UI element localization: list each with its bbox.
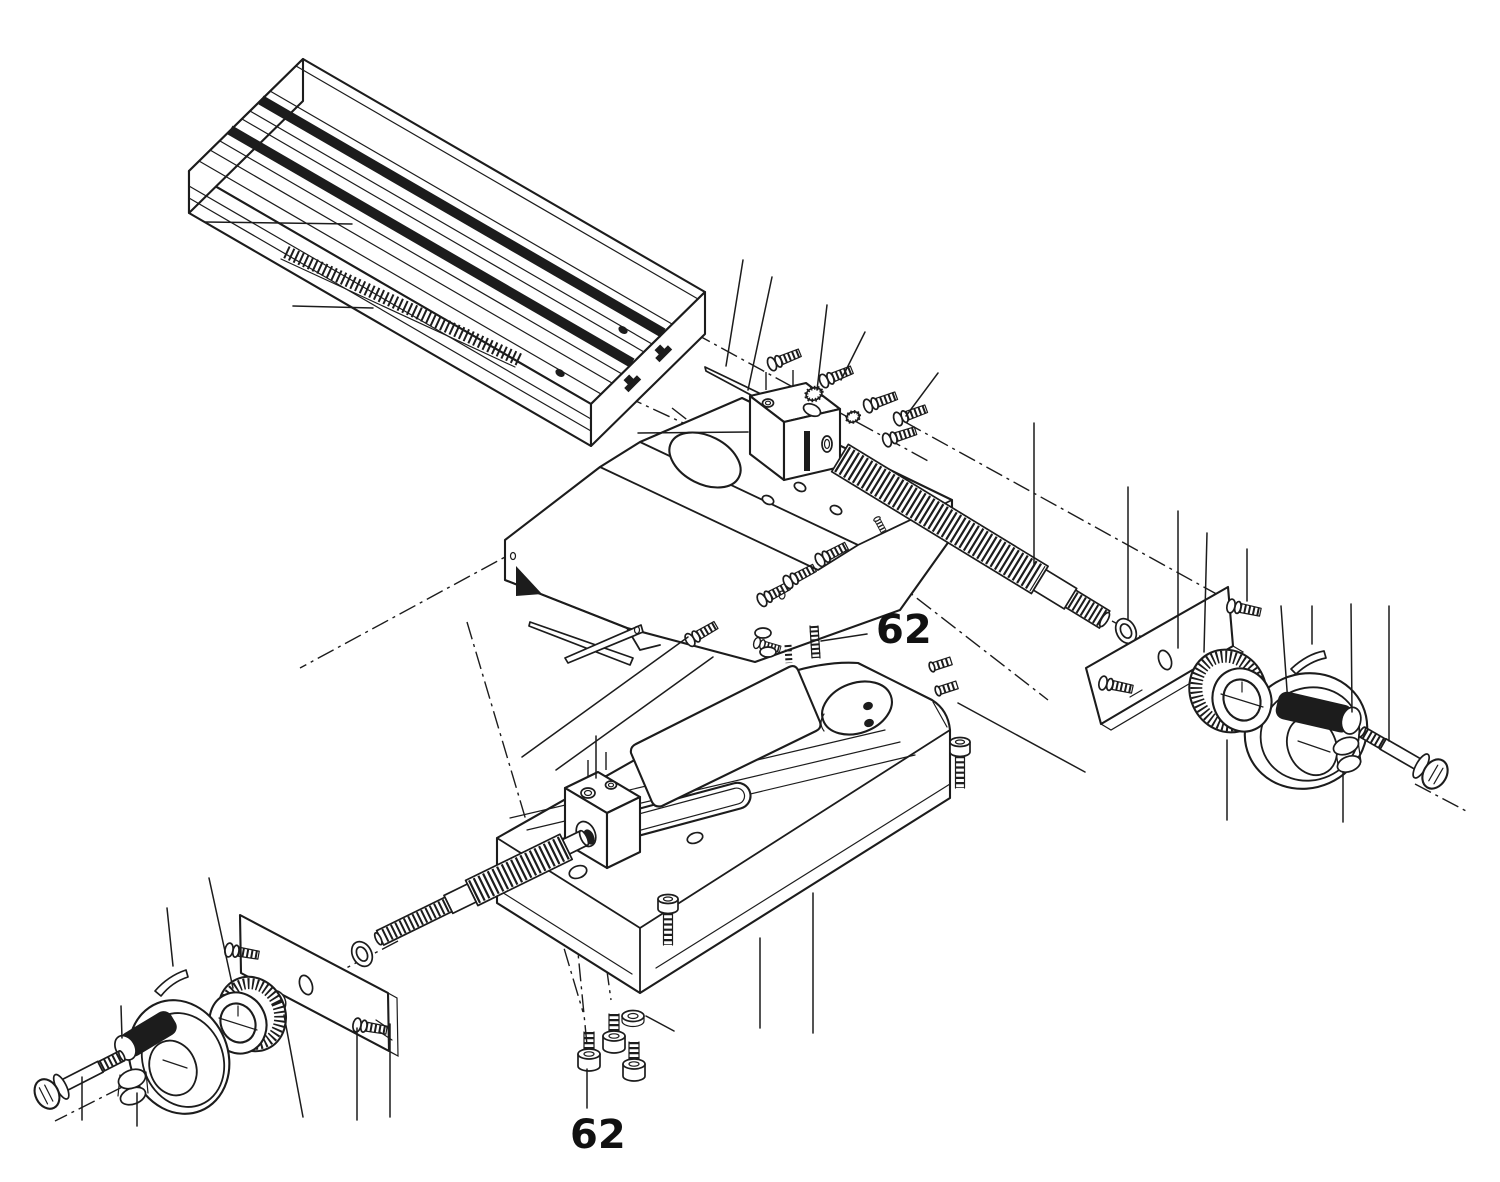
y-handwheel-screw [33,1050,126,1110]
x-crank-hub [1332,736,1362,774]
x-dial-pointer [1290,650,1327,675]
x-feed-nut-block [748,381,842,482]
x-end-plate [1084,585,1262,731]
knurled-nut-1 [804,385,824,403]
leader-lines [81,221,1390,1127]
y-dial-pointer [154,969,189,997]
base-clamp-screw-right [950,738,970,789]
y-leadscrew-washer [346,937,378,971]
grub-screw-62 [809,625,821,659]
scale-strip [280,246,523,368]
stud-washer-stack [752,625,821,664]
table-t-slots [227,95,666,368]
base-cover-plate [629,664,822,808]
dowel-pin-1 [928,656,952,672]
t-slot-table [187,57,707,448]
x-crank-handle [1275,691,1362,735]
y-leadscrew [373,829,590,946]
callout-62-upper: 62 [876,607,932,653]
x-dial [1188,648,1273,734]
base [495,661,970,995]
x-leadscrew [830,443,1111,629]
fastener-screws [578,346,959,1081]
y-crank-hub [117,1068,149,1106]
y-handwheel [114,999,231,1115]
base-spindle-hole [820,680,893,736]
bottom-washer [621,1009,645,1028]
table-end-slots [555,326,673,393]
dowel-pin-2 [934,680,958,696]
knurled-nut-2 [844,410,862,424]
bottom-screw-cluster [578,1011,645,1082]
x-handwheel-screw [1358,726,1449,790]
saddle-index-mark [516,566,542,596]
callout-62-lower: 62 [570,1112,626,1158]
